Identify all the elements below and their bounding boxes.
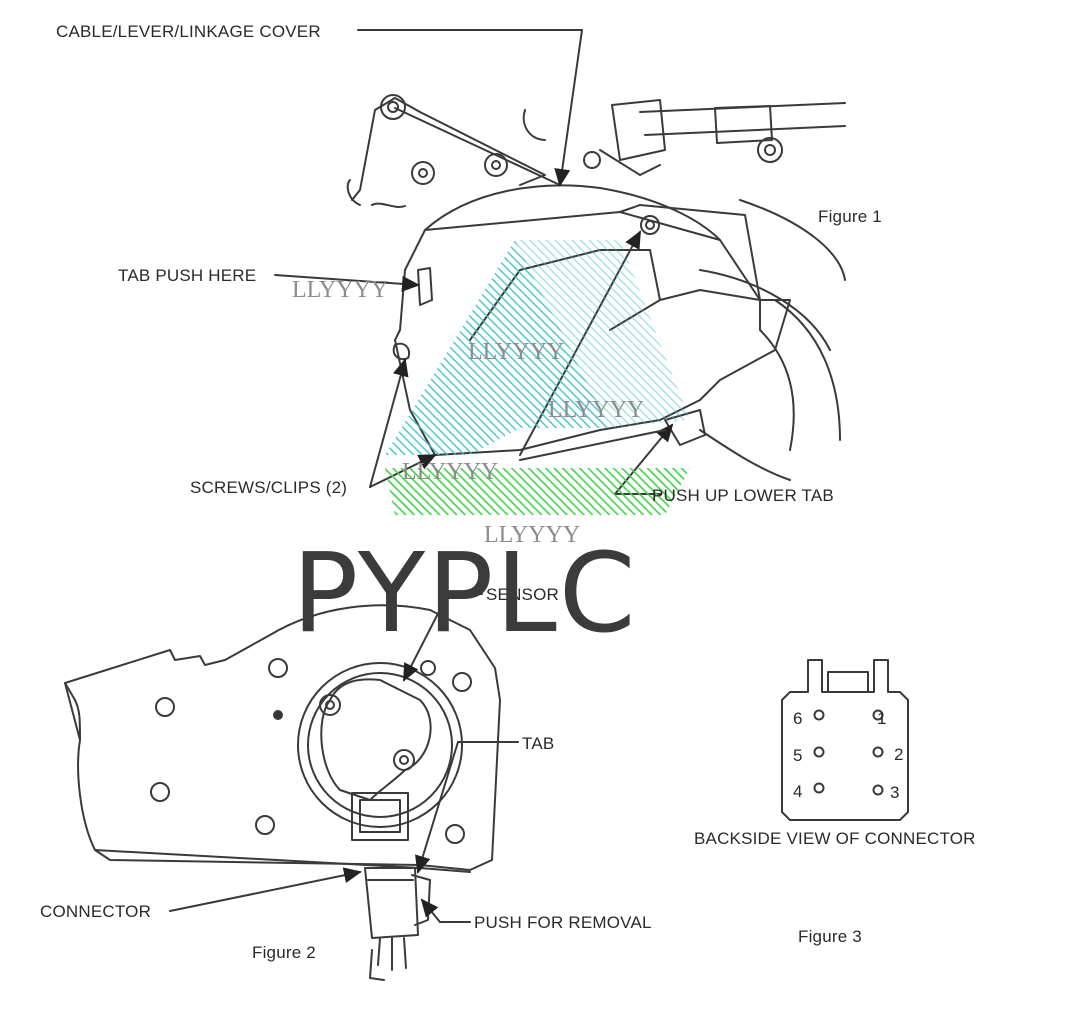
brand-watermark: PYPLC (292, 529, 638, 657)
watermark-logo-shape (385, 240, 690, 515)
watermark-text-2: LLYYYY (468, 339, 565, 365)
figure1-caption: Figure 1 (818, 207, 882, 226)
pin-3-label: 3 (890, 783, 900, 802)
figure3-caption: Figure 3 (798, 927, 862, 946)
watermark-text-3: LLYYYY (548, 397, 645, 423)
cover-callout: CABLE/LEVER/LINKAGE COVER (56, 22, 321, 41)
connector-callout: CONNECTOR (40, 902, 152, 921)
watermark-text-5: LLYYYY (484, 522, 581, 548)
watermark-text-1: LLYYYY (292, 277, 389, 303)
figure2-drawing (64, 593, 519, 981)
tab-push-callout: TAB PUSH HERE (118, 266, 257, 285)
push-removal-callout: PUSH FOR REMOVAL (474, 913, 652, 932)
tab-callout: TAB (522, 734, 555, 753)
figure2-caption: Figure 2 (252, 943, 316, 962)
connector-view-title: BACKSIDE VIEW OF CONNECTOR (694, 829, 976, 848)
pin-4-label: 4 (793, 782, 803, 801)
lower-tab-callout: PUSH UP LOWER TAB (652, 486, 834, 505)
pin-6-label: 6 (793, 709, 803, 728)
pin-5-label: 5 (793, 746, 803, 765)
watermark-text-4: LLYYYY (402, 459, 499, 485)
pin-1-label: 1 (877, 709, 887, 728)
pin-2-label: 2 (894, 745, 904, 764)
screws-clips-callout: SCREWS/CLIPS (2) (190, 478, 348, 497)
figure3-drawing (781, 659, 909, 821)
sensor-callout: SENSOR (486, 585, 559, 604)
